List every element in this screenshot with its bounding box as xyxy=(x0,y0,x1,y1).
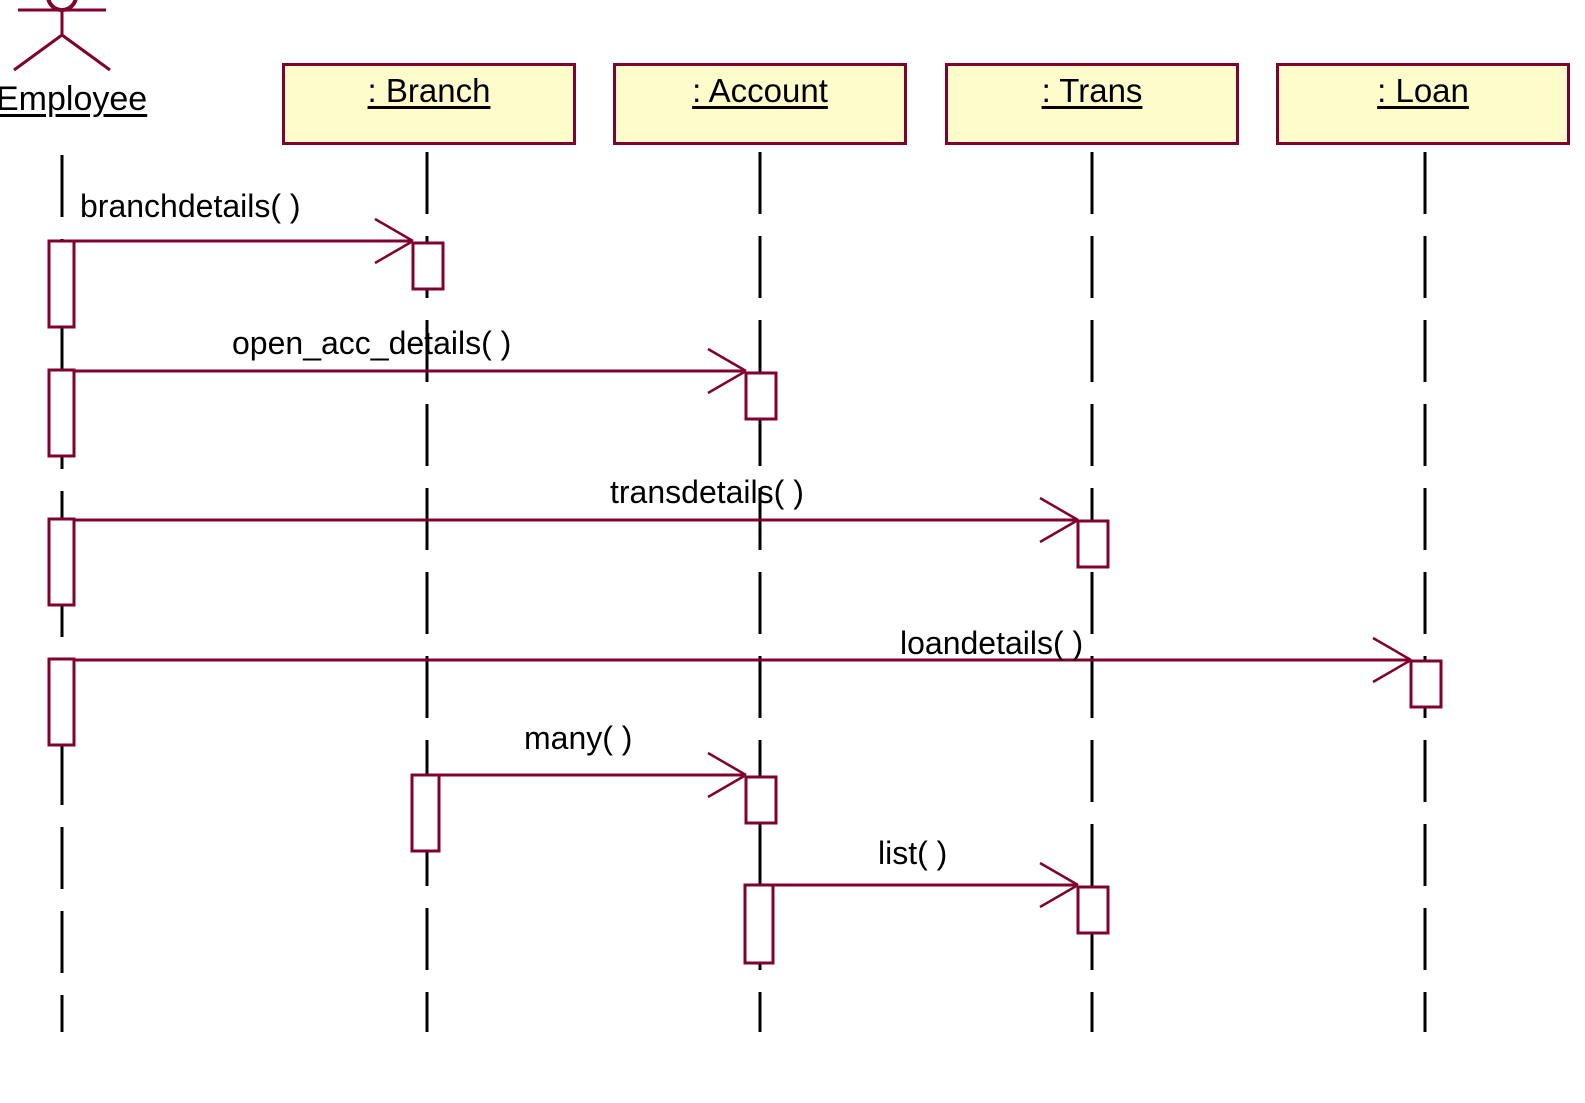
msg-transdetails-arrowhead-lower xyxy=(1039,518,1079,544)
employee-activation-3 xyxy=(47,517,76,607)
msg-open-acc-details-arrowhead-lower xyxy=(707,369,747,395)
trans-activation-1 xyxy=(1076,519,1110,569)
msg-transdetails xyxy=(74,496,1079,544)
msg-branchdetails-arrowhead-upper xyxy=(374,217,414,243)
branch-activation-2 xyxy=(410,773,441,853)
msg-branchdetails-label: branchdetails( ) xyxy=(80,188,301,224)
msg-list-arrowhead-upper xyxy=(1039,861,1079,887)
actor-left-leg-icon xyxy=(13,33,63,72)
msg-branchdetails xyxy=(74,217,414,265)
msg-loandetails xyxy=(74,636,1412,684)
msg-many-arrowhead-upper xyxy=(707,751,747,777)
actor-label-employee: Employee xyxy=(0,80,148,118)
message-arrows-group xyxy=(74,217,1412,909)
msg-open-acc-details-arrowhead-upper xyxy=(707,347,747,373)
msg-open-acc-details xyxy=(74,347,747,395)
participant-box-branch[interactable]: : Branch xyxy=(282,63,576,145)
msg-list-label: list( ) xyxy=(878,835,948,871)
participant-box-account[interactable]: : Account xyxy=(613,63,907,145)
msg-transdetails-label: transdetails( ) xyxy=(610,474,804,510)
trans-activation-2 xyxy=(1076,885,1110,935)
account-activation-3 xyxy=(743,883,775,965)
msg-open-acc-details-label: open_acc_details( ) xyxy=(232,325,512,361)
loan-activation-1 xyxy=(1409,659,1443,709)
account-activation-1 xyxy=(744,371,778,421)
actor-right-leg-icon xyxy=(61,33,111,72)
participant-box-loan[interactable]: : Loan xyxy=(1276,63,1570,145)
activation-bars-group xyxy=(47,239,1443,965)
msg-list-arrowhead-lower xyxy=(1039,883,1079,909)
participant-label-branch: : Branch xyxy=(367,72,491,109)
msg-loandetails-label: loandetails( ) xyxy=(900,625,1084,661)
msg-transdetails-arrowhead-upper xyxy=(1039,496,1079,522)
actor-stick-figure xyxy=(13,0,111,72)
branch-activation-1 xyxy=(411,241,445,291)
msg-many-arrowhead-lower xyxy=(707,773,747,799)
msg-loandetails-arrowhead-upper xyxy=(1372,636,1412,662)
participant-label-loan: : Loan xyxy=(1377,72,1469,109)
msg-many xyxy=(439,751,747,799)
msg-many-label: many( ) xyxy=(524,720,633,756)
participant-label-account: : Account xyxy=(692,72,828,109)
participant-label-trans: : Trans xyxy=(1041,72,1143,109)
employee-activation-4 xyxy=(47,657,76,747)
employee-activation-1 xyxy=(47,239,76,329)
participant-box-trans[interactable]: : Trans xyxy=(945,63,1239,145)
msg-branchdetails-arrowhead-lower xyxy=(374,239,414,265)
msg-list xyxy=(773,861,1079,909)
account-activation-2 xyxy=(744,775,778,825)
employee-activation-2 xyxy=(47,368,76,458)
msg-loandetails-arrowhead-lower xyxy=(1372,658,1412,684)
